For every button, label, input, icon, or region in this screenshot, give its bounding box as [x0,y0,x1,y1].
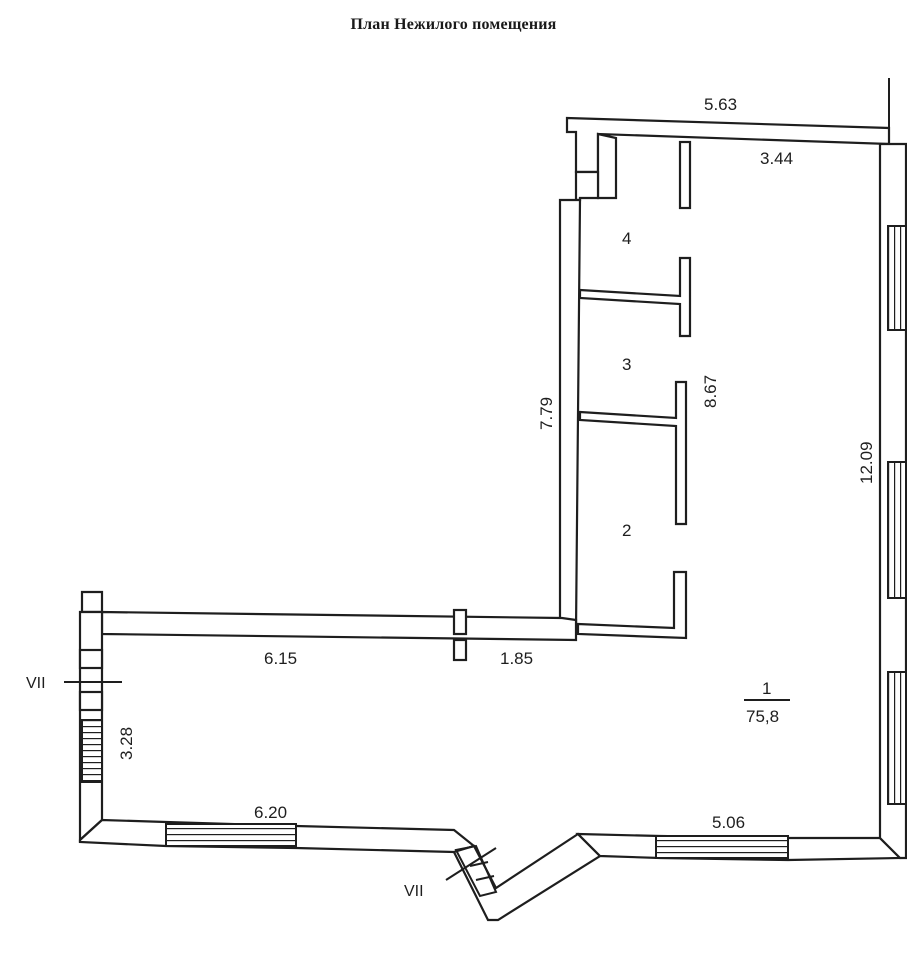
dim-top-inner: 3.44 [760,149,793,168]
dim-inner-vertical: 8.67 [701,375,720,408]
left-window [81,719,103,783]
left-wall-segment-2 [78,690,104,712]
left-upper-stub [80,590,104,614]
dim-mid-left: 6.15 [264,649,297,668]
section-cut-bottom [445,847,497,881]
section-mark-bottom: VII [404,883,424,900]
dim-mid-right: 1.85 [500,649,533,668]
middle-horizontal-wall [100,610,578,642]
dim-left-vertical: 7.79 [537,397,556,430]
room-1-area: 75,8 [746,707,779,726]
right-window-2 [887,461,907,599]
partition-room2-bottom [576,570,688,640]
corridor-left-wall [558,198,582,632]
bay-window-frame [454,844,498,898]
partition-room4-top [678,140,692,210]
right-window-3 [887,671,907,805]
left-outer-step-wall [574,170,600,202]
room-3-number: 3 [622,355,631,374]
section-mark-left: VII [26,675,46,692]
dim-right-vertical: 12.09 [857,441,876,484]
room-4-number: 4 [622,229,631,248]
room-1-number: 1 [762,679,771,698]
door-jamb-upper [452,608,468,636]
dim-bottom-left: 6.20 [254,803,287,822]
right-window-1 [887,225,907,331]
bay-window-line-1 [469,861,489,867]
bottom-left-window [165,823,297,847]
door-jamb-lower [452,638,468,662]
dim-top-outer: 5.63 [704,95,737,114]
plan-title: План Нежилого помещения [350,16,557,33]
partition-room4-room3 [578,256,692,338]
left-wall-segment [78,648,104,670]
partition-room3-room2 [578,380,688,526]
upper-left-wall [596,132,618,200]
bay-window-line-2 [475,875,495,881]
dim-left-small: 3.28 [117,727,136,760]
dim-bottom-right: 5.06 [712,813,745,832]
room-2-number: 2 [622,521,631,540]
bottom-right-window [655,835,789,859]
